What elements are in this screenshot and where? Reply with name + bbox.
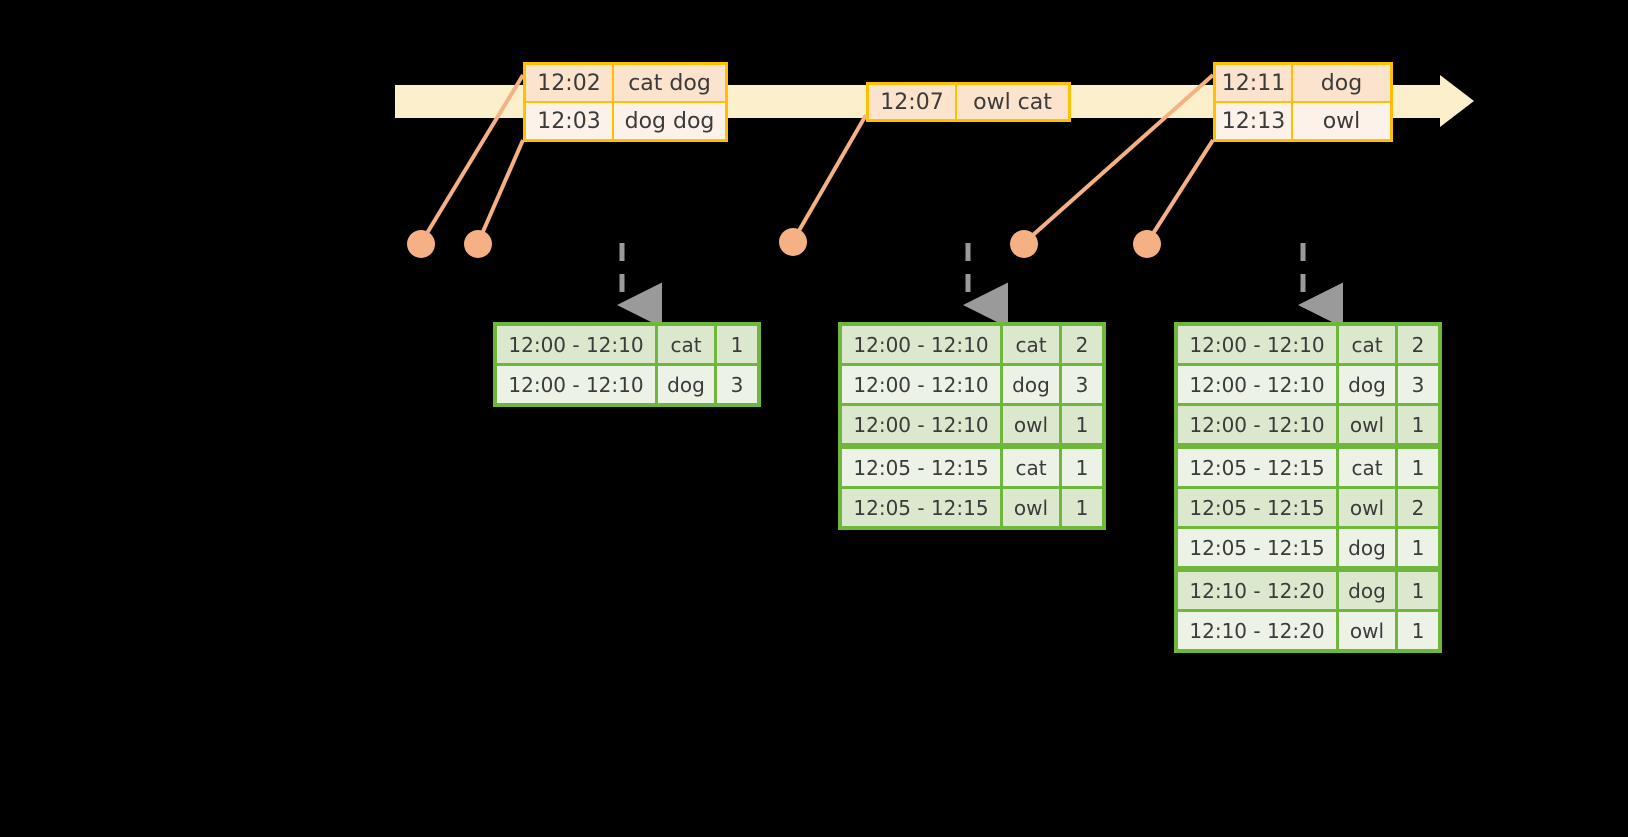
cell-word: dog [1339,572,1395,609]
cell-window: 12:00 - 12:10 [842,326,1000,363]
event-payload: owl [1322,108,1361,134]
event-dots [407,228,1161,258]
event-time: 12:03 [526,103,614,139]
cell-count: 2 [1398,489,1438,526]
cell-word: dog [658,366,714,403]
event-row[interactable]: 12:02 cat dog [526,65,725,101]
cell-count: 1 [717,326,757,363]
event-dot [1133,230,1161,258]
timeline-arrowhead [1440,75,1474,127]
cell-count: 2 [1398,326,1438,363]
event-row[interactable]: 12:13 owl [1216,101,1390,139]
event-payload: dog dog [624,108,715,134]
cell-word: cat [1003,326,1059,363]
cell-count: 1 [1062,449,1102,486]
event-payload: dog [1320,70,1363,96]
connector-line [791,113,868,243]
cell-count: 1 [1398,529,1438,566]
cell-word: dog [1003,366,1059,403]
cell-window: 12:05 - 12:15 [842,489,1000,526]
cell-word: dog [1339,366,1395,403]
event-payload: owl cat [973,89,1052,115]
cell-word: dog [1339,529,1395,566]
cell-count: 3 [1398,366,1438,403]
cell-window: 12:00 - 12:10 [1178,326,1336,363]
cell-count: 2 [1062,326,1102,363]
cell-word: cat [658,326,714,363]
cell-count: 3 [1062,366,1102,403]
event-group-2[interactable]: 12:07 owl cat [866,82,1071,122]
event-payload: cat dog [628,70,711,96]
cell-window: 12:00 - 12:10 [842,406,1000,443]
cell-window: 12:05 - 12:15 [1178,529,1336,566]
cell-count: 1 [1398,406,1438,443]
cell-count: 1 [1062,489,1102,526]
cell-window: 12:05 - 12:15 [1178,449,1336,486]
event-row[interactable]: 12:07 owl cat [869,85,1068,119]
event-time: 12:13 [1216,103,1293,139]
event-group-1[interactable]: 12:02 cat dog 12:03 dog dog [523,62,728,142]
cell-word: owl [1339,612,1395,649]
event-dot [779,228,807,256]
cell-word: cat [1339,449,1395,486]
event-time: 12:07 [869,85,957,119]
emit-arrows [617,243,1343,328]
cell-count: 3 [717,366,757,403]
cell-window: 12:05 - 12:15 [842,449,1000,486]
cell-window: 12:10 - 12:20 [1178,612,1336,649]
cell-count: 1 [1398,612,1438,649]
connector-line [476,139,525,244]
event-dot [1010,230,1038,258]
cell-count: 1 [1398,572,1438,609]
cell-window: 12:10 - 12:20 [1178,572,1336,609]
cell-window: 12:00 - 12:10 [497,326,655,363]
cell-count: 1 [1398,449,1438,486]
event-row[interactable]: 12:03 dog dog [526,101,725,139]
cell-window: 12:00 - 12:10 [497,366,655,403]
event-row[interactable]: 12:11 dog [1216,65,1390,101]
cell-word: owl [1003,406,1059,443]
event-time: 12:02 [526,65,614,101]
event-dot [464,230,492,258]
cell-word: owl [1339,406,1395,443]
cell-word: owl [1003,489,1059,526]
cell-window: 12:00 - 12:10 [1178,366,1336,403]
event-time: 12:11 [1216,65,1293,101]
cell-word: cat [1339,326,1395,363]
event-group-3[interactable]: 12:11 dog 12:13 owl [1213,62,1393,142]
cell-window: 12:00 - 12:10 [842,366,1000,403]
cell-count: 1 [1062,406,1102,443]
cell-window: 12:00 - 12:10 [1178,406,1336,443]
event-dot [407,230,435,258]
cell-word: cat [1003,449,1059,486]
connector-line [1145,138,1215,245]
cell-window: 12:05 - 12:15 [1178,489,1336,526]
cell-word: owl [1339,489,1395,526]
